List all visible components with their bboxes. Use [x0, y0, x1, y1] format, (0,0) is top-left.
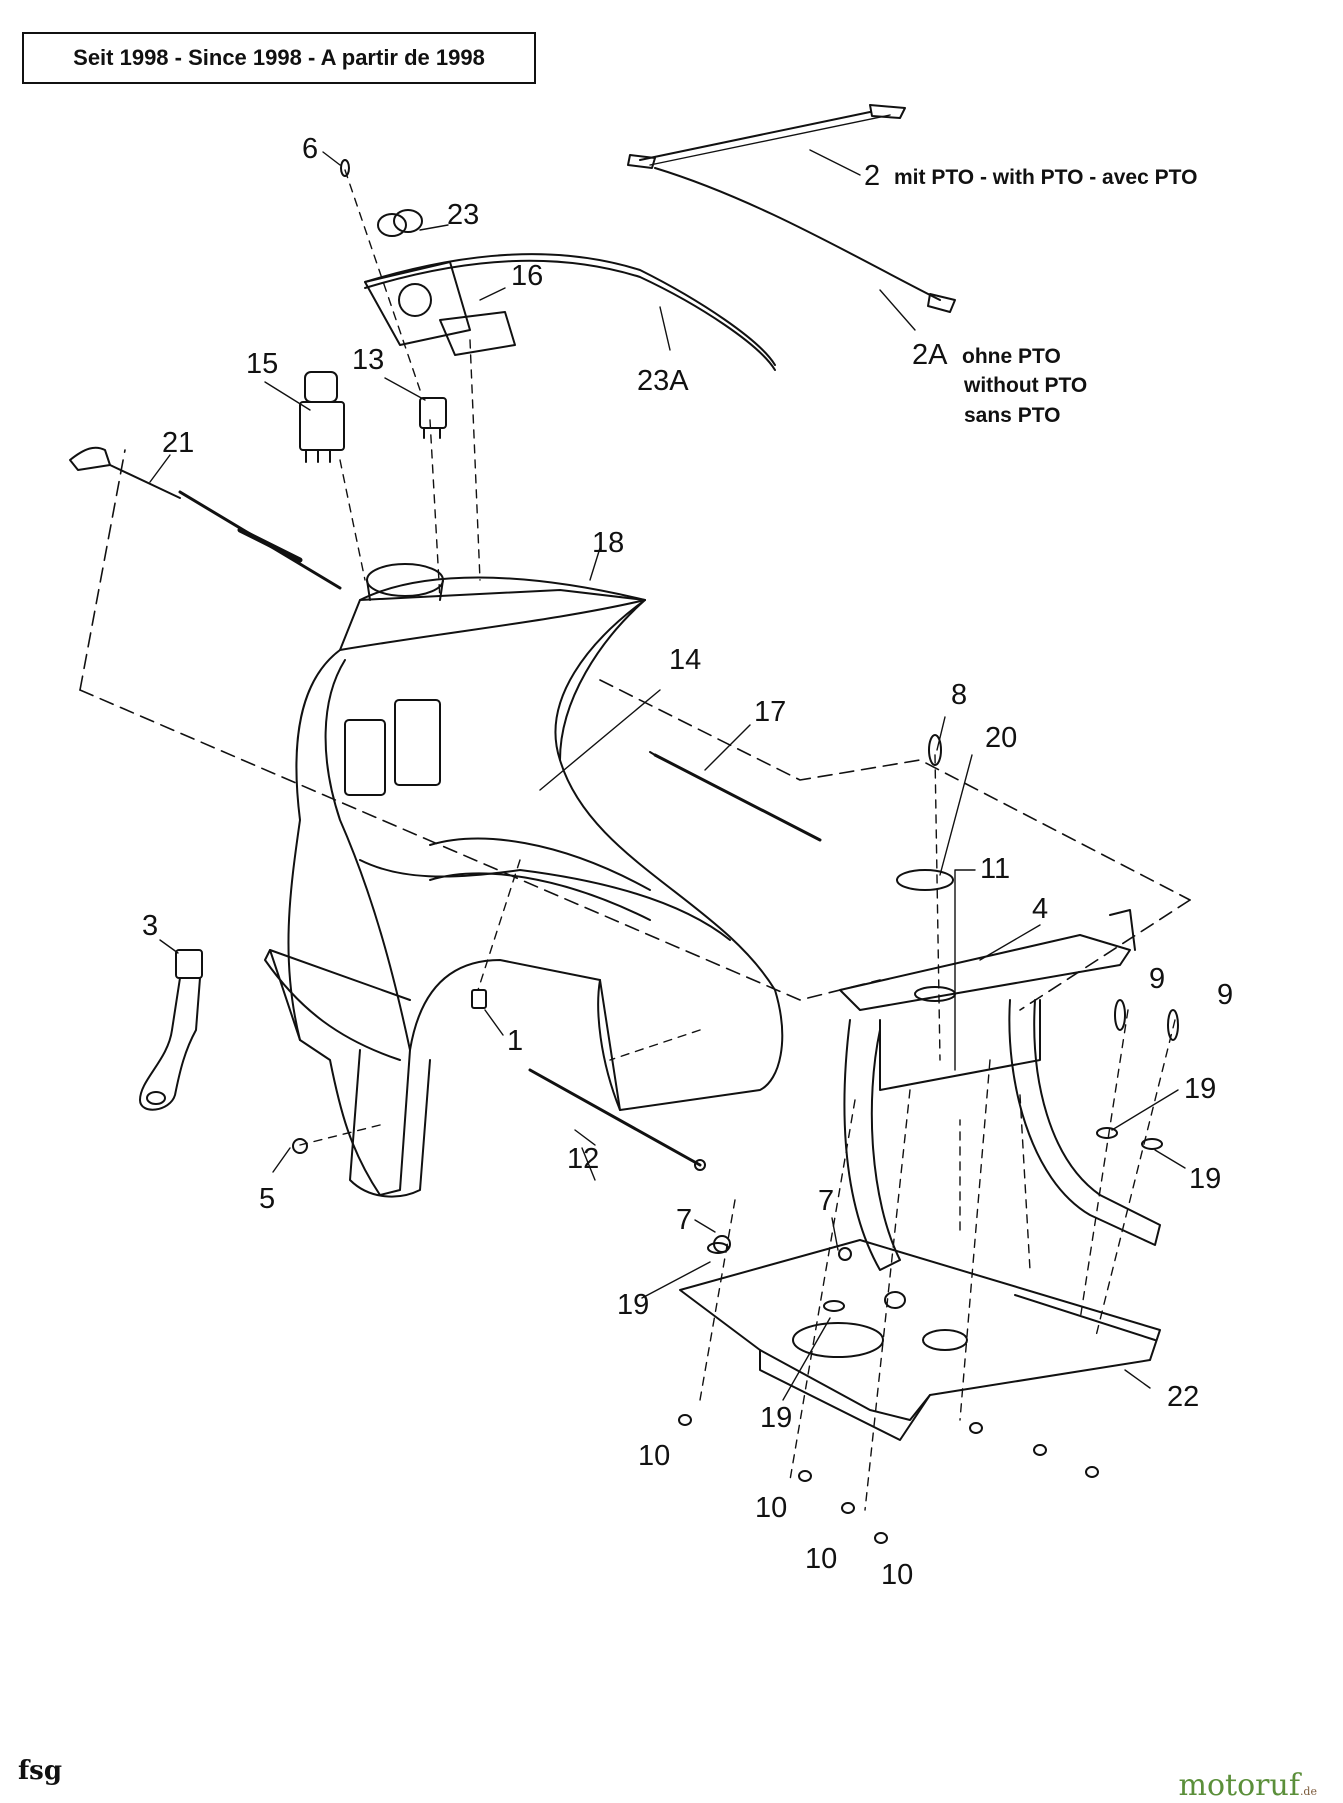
callout-15: 15 [246, 348, 278, 380]
callout-8: 8 [951, 679, 967, 711]
callout-2: 2 [864, 160, 880, 192]
callout-20: 20 [985, 722, 1017, 754]
toggle-switch-part [419, 397, 447, 439]
bottom-pan [679, 1239, 1161, 1441]
throttle-cable [69, 446, 342, 590]
console-leg [349, 1049, 431, 1198]
hardware [292, 159, 1179, 1544]
mounting-frame [839, 909, 1161, 1271]
callout-19b: 19 [1189, 1163, 1221, 1195]
callout-11: 11 [980, 853, 1010, 885]
footer-brand-tld: .de [1299, 1785, 1317, 1798]
callout-14: 14 [669, 644, 701, 676]
callout-13: 13 [352, 344, 384, 376]
note-without-pto-de: ohne PTO [962, 345, 1061, 368]
pto-notes: mit PTO - with PTO - avec PTO ohne PTO w… [894, 166, 1197, 427]
callout-10b: 10 [755, 1492, 787, 1524]
assembly-leaders [299, 169, 1176, 1511]
callout-10c: 10 [805, 1543, 837, 1575]
footer-code: fsg [18, 1756, 63, 1786]
callout-leaders [149, 149, 1186, 1401]
choke-assembly [364, 209, 776, 371]
ignition-key [139, 949, 203, 1111]
note-with-pto: mit PTO - with PTO - avec PTO [894, 166, 1197, 189]
callout-10d: 10 [881, 1559, 913, 1591]
callout-19d: 19 [760, 1402, 792, 1434]
callout-9a: 9 [1149, 963, 1165, 995]
callout-5: 5 [259, 1183, 275, 1215]
callout-labels: 6 23 16 23A 15 13 21 2 2A 18 14 17 8 20 … [142, 133, 1233, 1591]
note-without-pto-fr: sans PTO [964, 404, 1061, 427]
rods [528, 751, 822, 1171]
callout-19a: 19 [1184, 1073, 1216, 1105]
callout-3: 3 [142, 910, 158, 942]
callout-16: 16 [511, 260, 543, 292]
footer-brand-logo: motoruf.de [1179, 1768, 1317, 1803]
callout-9b: 9 [1217, 979, 1233, 1011]
callout-2a: 2A [912, 339, 948, 371]
callout-6: 6 [302, 133, 318, 165]
callout-21: 21 [162, 427, 194, 459]
callout-23a: 23A [637, 365, 689, 397]
callout-23: 23 [447, 199, 479, 231]
callout-12: 12 [567, 1143, 599, 1175]
console-housing [264, 563, 784, 1196]
ignition-switch-part [299, 371, 345, 463]
callout-17: 17 [754, 696, 786, 728]
callout-7b: 7 [818, 1185, 834, 1217]
callout-19c: 19 [617, 1289, 649, 1321]
callout-1: 1 [507, 1025, 523, 1057]
callout-18: 18 [592, 527, 624, 559]
callout-4: 4 [1032, 893, 1048, 925]
callout-22: 22 [1167, 1381, 1199, 1413]
header-title: Seit 1998 - Since 1998 - A partir de 199… [22, 32, 536, 84]
callout-7a: 7 [676, 1204, 692, 1236]
wire-harness [627, 104, 956, 313]
note-without-pto-en: without PTO [963, 374, 1087, 397]
callout-10a: 10 [638, 1440, 670, 1472]
footer-brand: motoruf [1178, 1768, 1300, 1803]
